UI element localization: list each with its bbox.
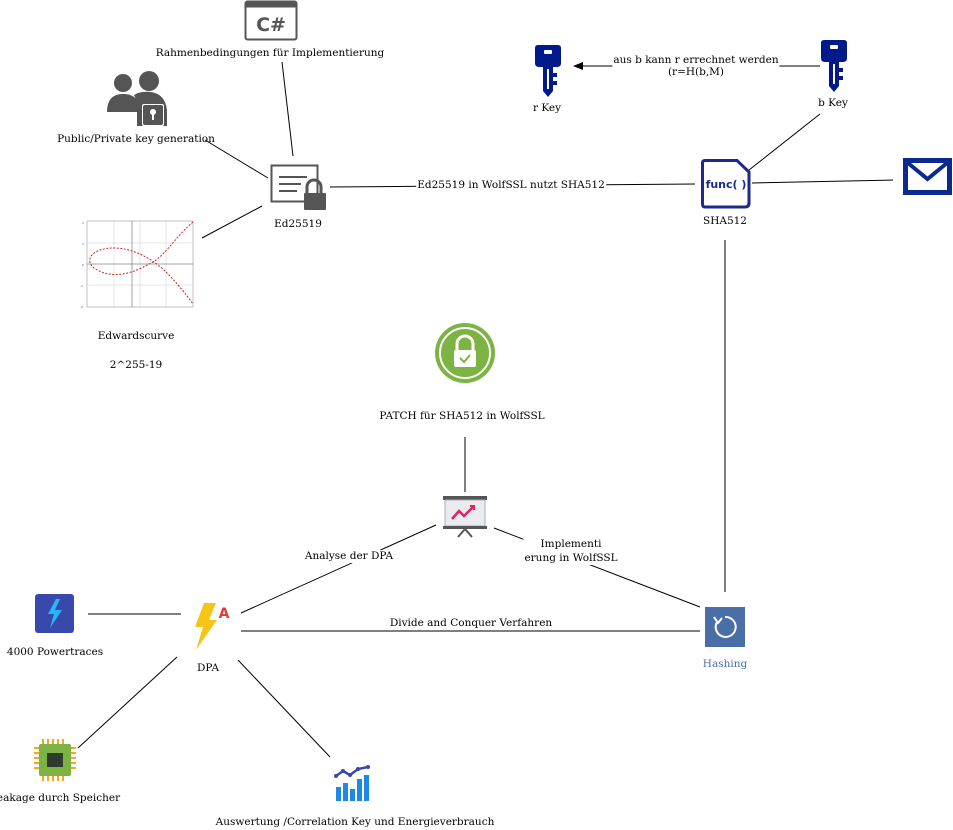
edge-csharp-ed25519 (281, 61, 294, 157)
svg-text:C#: C# (256, 14, 286, 36)
edwards-prime-label: 2^255-19 (109, 359, 163, 371)
svg-text:-2: -2 (80, 305, 83, 309)
leakage-label: Leakage durch Speicher (0, 792, 121, 804)
edge-dpa-leakage (77, 656, 178, 749)
edge-label-impl-line2: erung in WolfSSL (524, 552, 618, 564)
edge-label-ed-sha: Ed25519 in WolfSSL nutzt SHA512 (416, 179, 606, 192)
key-icon (535, 45, 561, 97)
svg-text:A: A (219, 606, 230, 622)
svg-text:0: 0 (82, 263, 84, 267)
edge-presentation-dpa (240, 524, 437, 614)
hashing-label: Hashing (702, 658, 748, 670)
edge-label-analyse: Analyse der DPA (303, 550, 395, 563)
rkey-label: r Key (532, 102, 562, 114)
keygen-label: Public/Private key generation (57, 133, 215, 145)
func-icon-text: func( ) (706, 178, 747, 191)
edge-label-divide: Divide and Conquer Verfahren (388, 617, 554, 630)
certificate-lock-icon (270, 164, 326, 210)
patch-label: PATCH für SHA512 in WolfSSL (379, 410, 545, 422)
csharp-window-icon: C# (244, 0, 298, 41)
edge-label-impl-line1: Implementi (540, 538, 602, 550)
lock-badge-icon (435, 323, 495, 383)
sha512-label: SHA512 (703, 215, 747, 227)
bkey-label: b Key (818, 97, 848, 109)
dpa-label: DPA (196, 662, 220, 674)
edge-keygen-ed25519 (204, 139, 269, 179)
edwards-curve-plot-icon: 2 1 0 -1 -2 (80, 220, 194, 309)
ed25519-label: Ed25519 (274, 218, 322, 230)
func-document-icon: func( ) (701, 159, 751, 209)
edge-label-bkey-rkey: aus b kann r errechnet werden (r=H(b,M) (612, 54, 780, 78)
key-icon (821, 40, 847, 92)
edge-label-implementierung: Implementi erung in WolfSSL (523, 537, 619, 565)
svg-text:2: 2 (82, 221, 84, 225)
edge-sha512-mail (751, 179, 894, 184)
auswertung-label: Auswertung /Correlation Key und Energiev… (215, 816, 495, 828)
refresh-icon (705, 607, 745, 647)
edge-dpa-auswertung (237, 659, 331, 758)
edwards-label: Edwardscurve (97, 330, 175, 342)
envelope-icon (903, 158, 952, 195)
csharp-label: Rahmenbedingungen für Implementierung (155, 47, 385, 59)
edge-bkey-sha512 (748, 113, 821, 171)
chip-icon (34, 739, 76, 781)
presentation-chart-icon (443, 496, 487, 538)
bar-line-chart-icon (334, 765, 370, 801)
lightning-tile-icon (35, 594, 74, 633)
svg-text:1: 1 (82, 242, 84, 246)
users-lock-icon (107, 71, 167, 126)
powertraces-label: 4000 Powertraces (6, 646, 104, 658)
lightning-a-icon: A (195, 603, 230, 650)
edge-label-bkey-rkey-line2: (r=H(b,M) (667, 66, 725, 78)
edge-edwards-ed25519 (201, 205, 263, 239)
edge-label-bkey-rkey-line1: aus b kann r errechnet werden (613, 54, 779, 66)
svg-text:-1: -1 (80, 284, 83, 288)
